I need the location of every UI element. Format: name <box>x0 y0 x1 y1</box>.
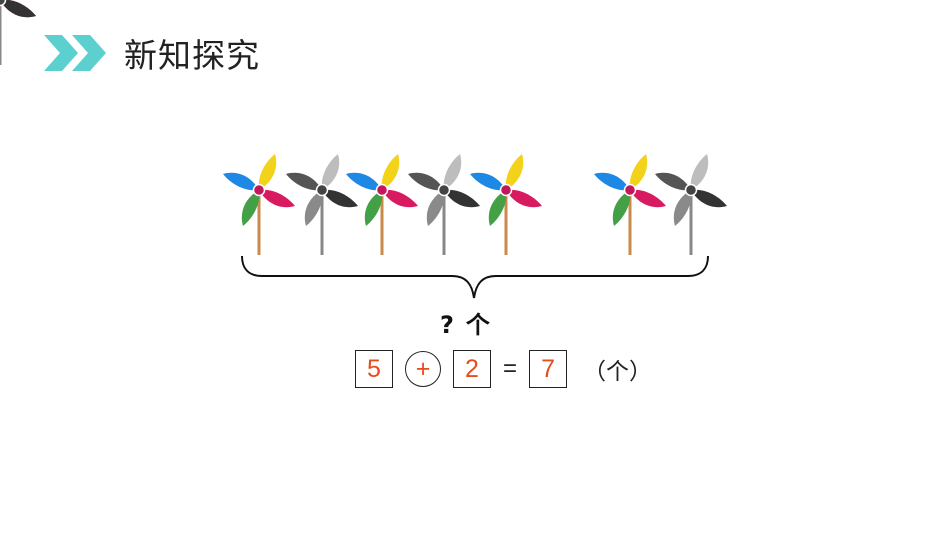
section-header: 新知探究 <box>44 28 260 78</box>
question-mark: ? <box>440 311 454 339</box>
equals-sign: = <box>503 355 518 382</box>
result-box: 7 <box>529 350 568 388</box>
windmill-5 <box>468 152 544 257</box>
operand2-box: 2 <box>453 350 491 388</box>
windmill-3 <box>344 152 420 257</box>
result-unit: （个） <box>583 359 653 385</box>
question-label: ?个 <box>440 305 490 340</box>
windmill-7 <box>653 152 729 257</box>
gray-windmill <box>0 0 36 65</box>
windmill-6 <box>592 152 668 257</box>
operator-circle: + <box>405 351 441 387</box>
windmill-1 <box>221 152 297 257</box>
windmill-2 <box>284 152 360 257</box>
page-title: 新知探究 <box>124 36 260 75</box>
windmill-4 <box>406 152 482 257</box>
double-chevron-icon <box>44 35 106 71</box>
question-unit: 个 <box>465 311 490 339</box>
grouping-brace <box>241 255 709 299</box>
operand1-box: 5 <box>355 350 393 388</box>
addition-equation: 5 + 2 = 7 （个） <box>355 349 652 389</box>
